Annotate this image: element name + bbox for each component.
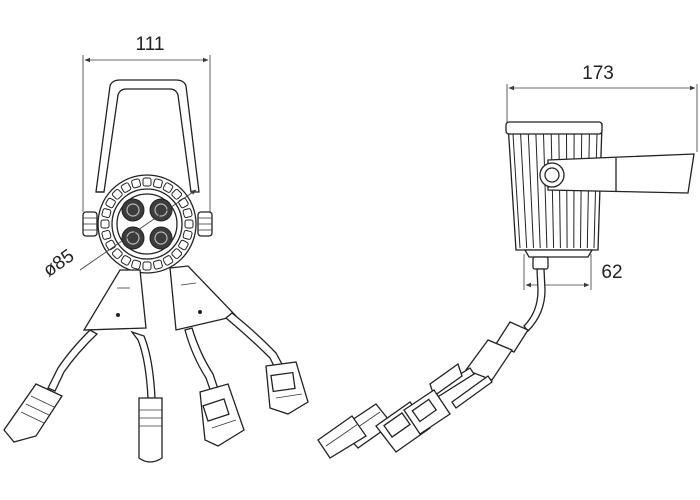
bracket-knob-right xyxy=(197,211,213,237)
dimension-62: 62 xyxy=(523,254,623,290)
cooling-fin-line xyxy=(527,133,534,249)
cooling-fin xyxy=(101,208,112,219)
dimension-label-front-width: 111 xyxy=(136,34,165,55)
cooling-fin-line xyxy=(558,133,561,249)
powercon-connector-in xyxy=(199,383,245,447)
dimension-label-side-depth: 62 xyxy=(601,262,622,283)
cooling-fin-line xyxy=(520,133,528,249)
side-connector-4 xyxy=(403,389,451,435)
led-lens xyxy=(121,226,145,250)
cooling-fin xyxy=(162,182,174,193)
powercon-connector-out xyxy=(265,361,309,415)
cooling-fin xyxy=(120,182,132,193)
cooling-fin xyxy=(142,177,152,187)
cable-junction-right xyxy=(169,265,238,331)
cooling-fin xyxy=(182,229,193,240)
cooling-fin xyxy=(152,259,163,270)
cooling-fin xyxy=(178,239,189,251)
dimension-label-side-length: 173 xyxy=(582,63,614,84)
cooling-fin xyxy=(120,255,132,266)
side-view: 173 62 xyxy=(317,63,698,459)
xlr-connector-female xyxy=(138,397,163,463)
cooling-fin xyxy=(182,208,193,219)
cooling-fin xyxy=(171,248,183,260)
side-connector-2 xyxy=(317,415,367,459)
cooling-fin-line xyxy=(543,133,548,249)
cooling-fin-line xyxy=(512,133,521,249)
led-lens-cluster xyxy=(121,198,173,250)
cooling-fin xyxy=(111,248,123,260)
cooling-fin xyxy=(101,229,112,240)
cooling-fin xyxy=(131,178,142,189)
front-cables xyxy=(47,312,284,399)
cooling-fin xyxy=(111,188,123,200)
cooling-fin-line xyxy=(535,133,541,249)
cooling-fin xyxy=(100,219,110,229)
cooling-fin xyxy=(162,255,174,266)
side-cable xyxy=(429,268,546,409)
cooling-fin xyxy=(152,178,163,189)
cooling-fin xyxy=(131,259,142,270)
dimension-label-diameter: ø85 xyxy=(39,246,78,282)
cooling-fins-side xyxy=(512,133,598,249)
dimension-111: 111 xyxy=(82,34,211,212)
bracket-knob-left xyxy=(82,211,98,237)
cooling-fin xyxy=(171,188,183,200)
bracket-arm-side xyxy=(539,153,695,194)
led-lens xyxy=(149,226,173,250)
cooling-fin xyxy=(105,197,116,209)
cooling-fin xyxy=(142,261,152,271)
cable-gland xyxy=(532,256,549,270)
dimension-173: 173 xyxy=(506,63,698,152)
cooling-fin xyxy=(184,219,194,229)
cooling-fin-ring xyxy=(100,177,194,271)
fixture-body-side xyxy=(505,121,603,258)
front-view: 111 xyxy=(3,34,309,463)
cable-junction-left xyxy=(82,269,147,331)
cooling-fin-line xyxy=(550,133,555,249)
led-lens xyxy=(149,198,173,222)
xlr-connector-male xyxy=(3,383,63,443)
led-lens xyxy=(121,198,145,222)
